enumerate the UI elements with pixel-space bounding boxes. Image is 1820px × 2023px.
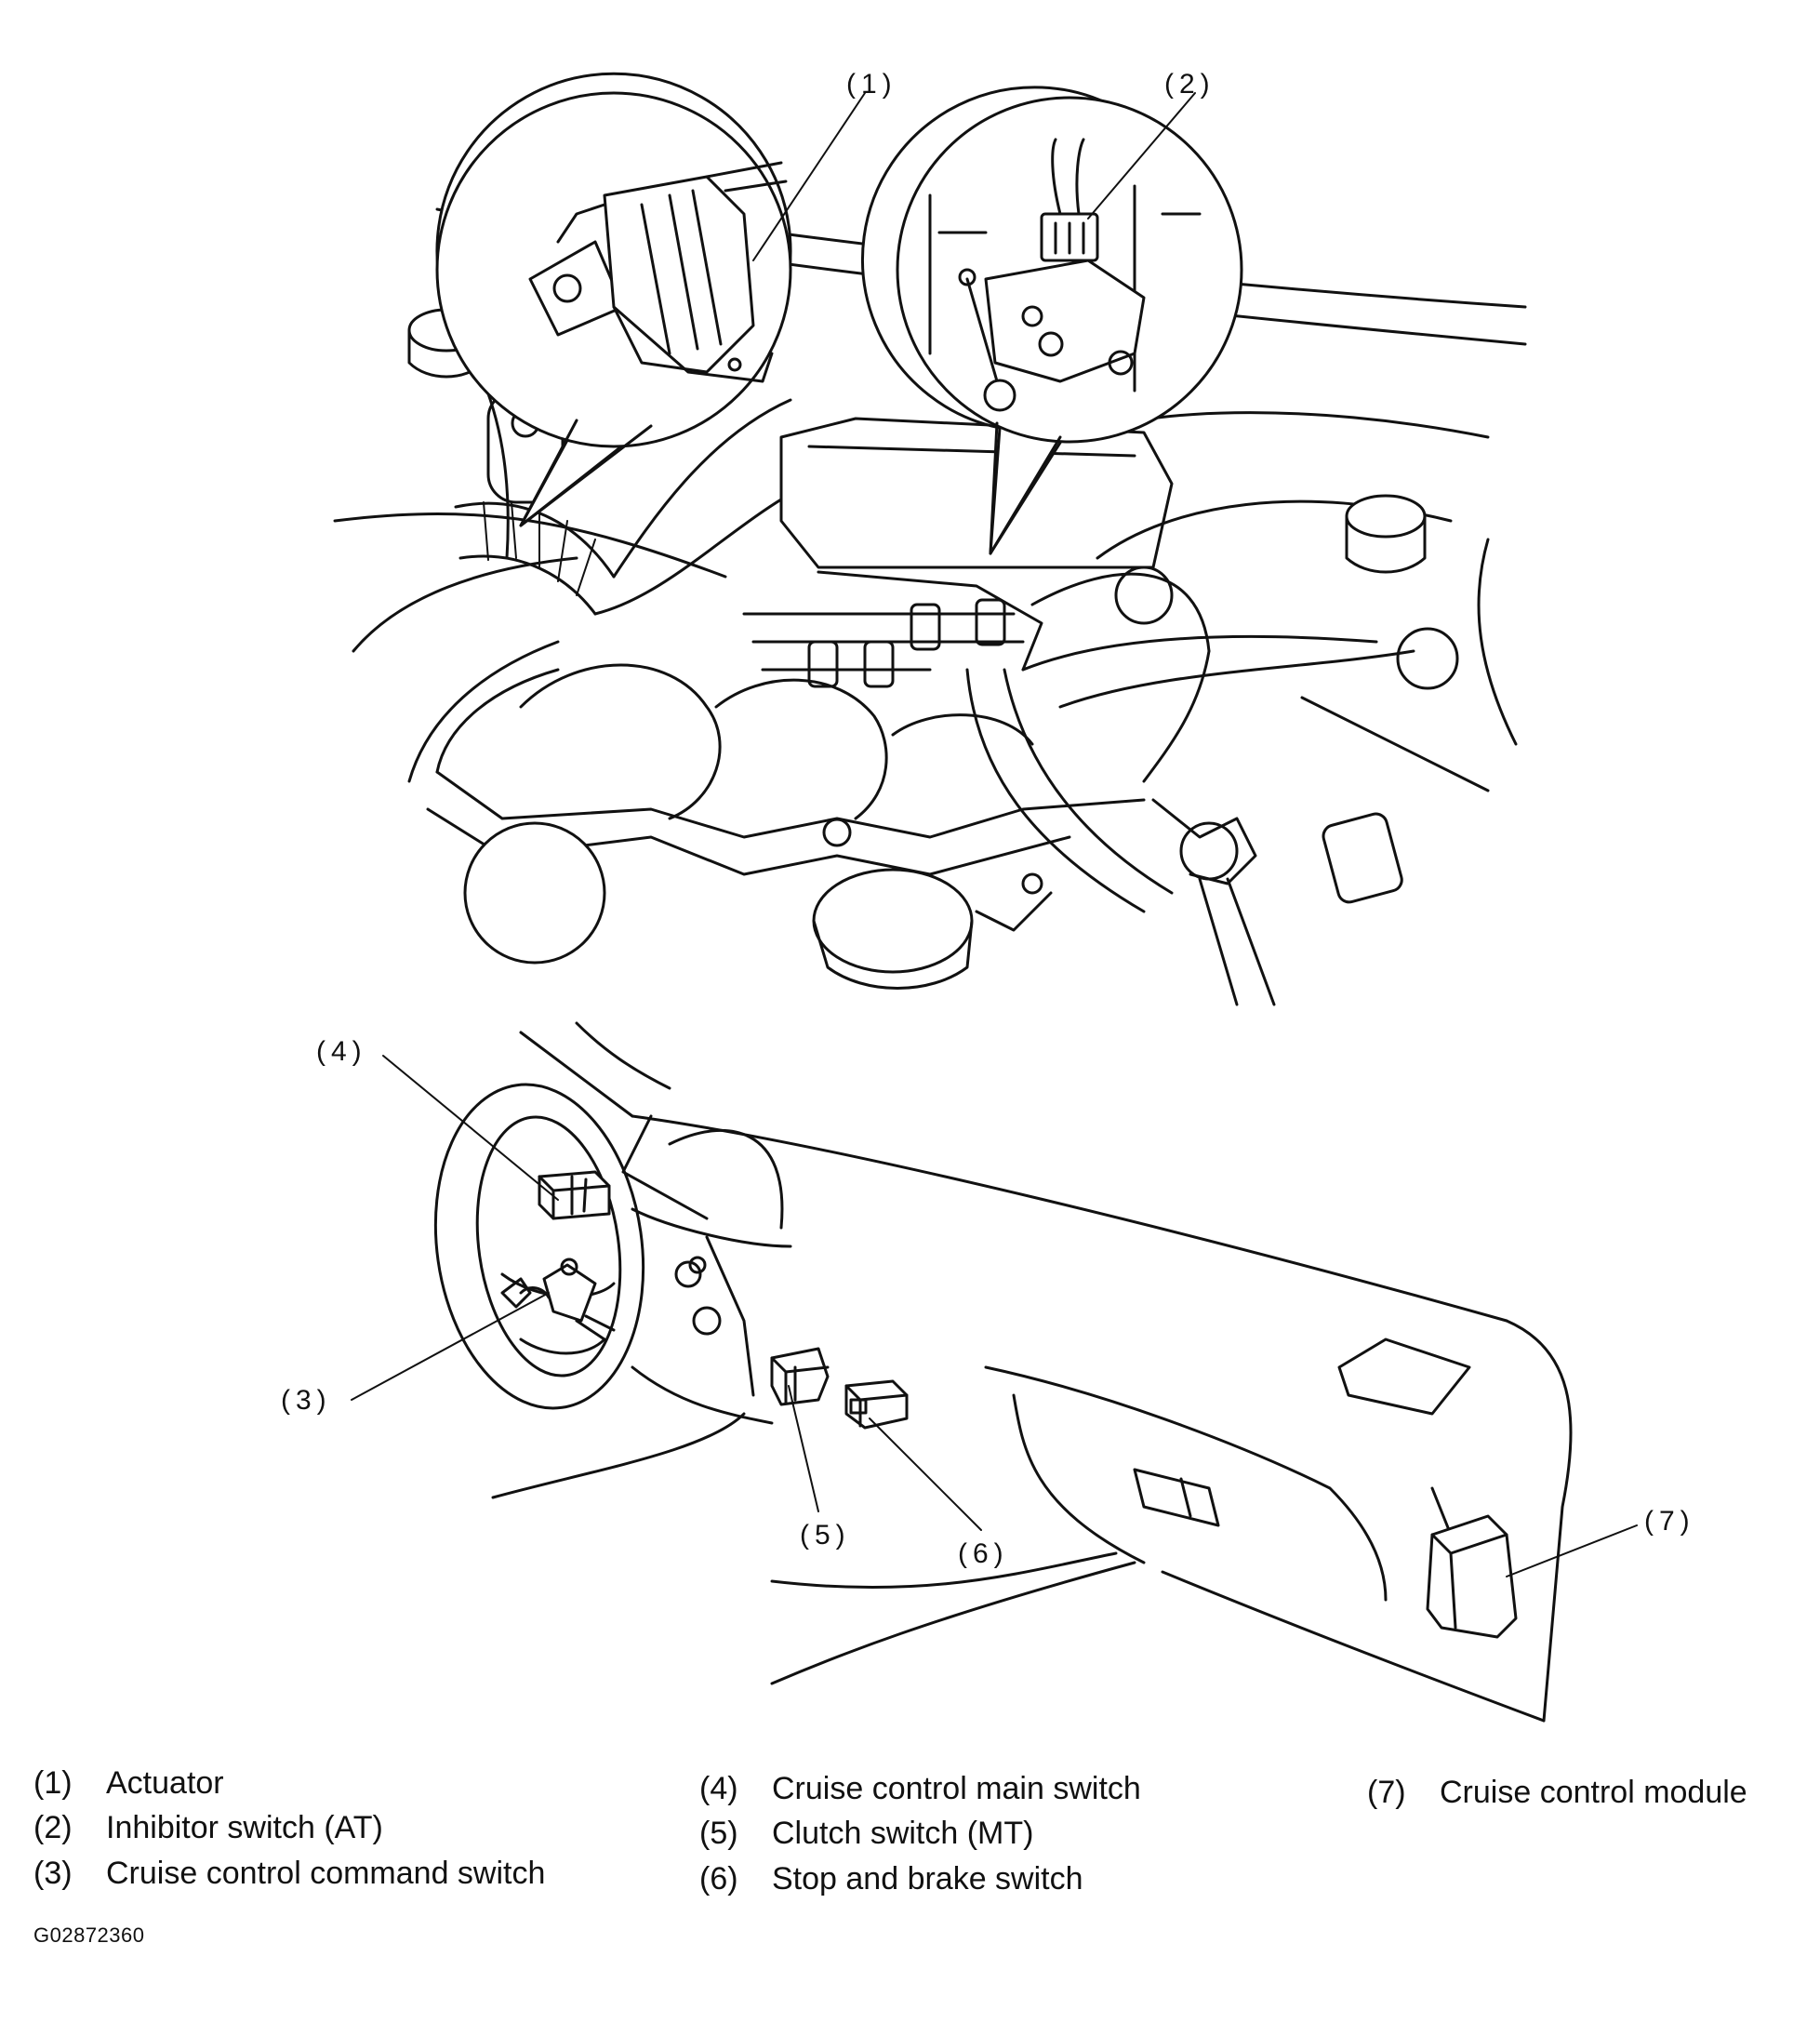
legend-item-2: (2) Inhibitor switch (AT): [33, 1812, 383, 1843]
legend-label: Cruise control main switch: [772, 1771, 1141, 1806]
callout-1: (1): [846, 69, 897, 100]
component-location-illustration: (1) (2) (3) (4) (5) (6) (7): [281, 69, 1695, 1723]
legend-item-5: (5) Clutch switch (MT): [699, 1817, 1033, 1849]
cruise-main-switch-icon: [538, 1170, 611, 1220]
callout-6: (6): [958, 1538, 1009, 1569]
callout-5: (5): [800, 1520, 851, 1551]
legend-item-7: (7) Cruise control module: [1367, 1777, 1747, 1808]
legend-number: (3): [33, 1856, 73, 1891]
legend-number: (1): [33, 1765, 73, 1801]
leader-lines: [351, 92, 1638, 1577]
legend-item-1: (1) Actuator: [33, 1767, 224, 1799]
inhibitor-switch-icon: [928, 138, 1202, 412]
legend-label: Inhibitor switch (AT): [106, 1810, 383, 1845]
reference-code: G02872360: [33, 1923, 145, 1947]
legend-number: (5): [699, 1816, 738, 1851]
legend-label: Actuator: [106, 1765, 224, 1801]
legend-number: (6): [699, 1861, 738, 1897]
callout-3: (3): [281, 1385, 332, 1416]
callout-2: (2): [1164, 69, 1216, 100]
steering-wheel: [433, 1083, 645, 1410]
legend-number: (2): [33, 1810, 73, 1845]
legend-item-4: (4) Cruise control main switch: [699, 1773, 1141, 1804]
stop-brake-switch-icon: [844, 1379, 909, 1430]
legend-label: Clutch switch (MT): [772, 1816, 1034, 1851]
actuator-icon: [528, 161, 788, 383]
legend-number: (4): [699, 1771, 738, 1806]
inhibitor-switch-detail-bubble: [861, 86, 1243, 555]
engine-bay-drawing: [333, 189, 1527, 1006]
legend-label: Cruise control module: [1440, 1775, 1747, 1810]
legend-label: Cruise control command switch: [106, 1856, 546, 1891]
cruise-module-icon: [1426, 1514, 1518, 1639]
cruise-command-switch-icon: [500, 1258, 616, 1341]
actuator-detail-bubble: [435, 72, 792, 527]
callout-7: (7): [1644, 1506, 1695, 1537]
clutch-switch-icon: [770, 1347, 830, 1406]
callout-4: (4): [316, 1036, 367, 1067]
legend-label: Stop and brake switch: [772, 1861, 1083, 1897]
legend-item-6: (6) Stop and brake switch: [699, 1863, 1083, 1895]
legend-number: (7): [1367, 1775, 1406, 1810]
dashboard-drawing: [433, 1021, 1573, 1723]
legend-item-3: (3) Cruise control command switch: [33, 1857, 545, 1889]
